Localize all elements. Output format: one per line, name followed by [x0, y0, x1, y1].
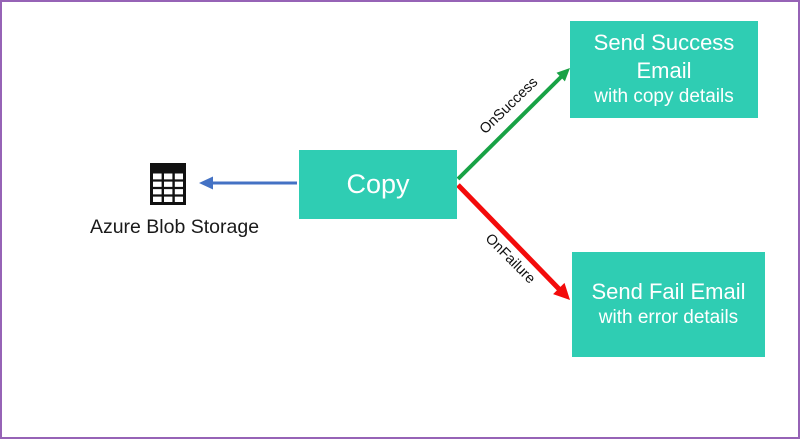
- table-icon: [150, 163, 186, 205]
- success-title-line1: Send Success: [593, 30, 735, 55]
- onfailure-edge-label: OnFailure: [481, 230, 539, 288]
- onfailure-arrow: [456, 183, 570, 300]
- fail-subtitle: with error details: [598, 307, 739, 329]
- onsuccess-edge-label: OnSuccess: [476, 74, 542, 138]
- send-success-email-node: Send Success Email with copy details: [570, 21, 758, 118]
- copy-activity-node: Copy: [299, 150, 457, 219]
- success-subtitle: with copy details: [594, 86, 734, 108]
- copy-to-blob-arrow: [199, 176, 297, 190]
- fail-title: Send Fail Email: [591, 279, 746, 305]
- source-label: Azure Blob Storage: [89, 216, 260, 238]
- send-fail-email-node: Send Fail Email with error details: [572, 252, 765, 357]
- onsuccess-arrow: [456, 68, 570, 181]
- copy-activity-label: Copy: [346, 168, 410, 199]
- success-title-line2: Email: [636, 58, 692, 84]
